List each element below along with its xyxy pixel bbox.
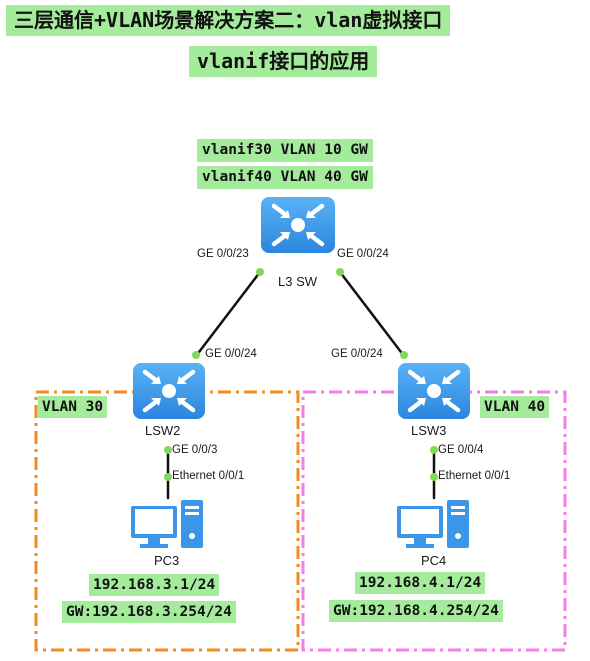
title-line2: vlanif接口的应用 xyxy=(189,46,378,77)
port-dot xyxy=(164,446,172,454)
pc4-ip: 192.168.4.1/24 xyxy=(355,572,486,594)
port-dot xyxy=(400,351,408,359)
lsw2-down-port: GE 0/0/3 xyxy=(172,444,218,456)
lsw2-label: LSW2 xyxy=(145,423,181,438)
pc-icon[interactable] xyxy=(397,500,469,548)
port-dot xyxy=(430,446,438,454)
lsw3-label: LSW3 xyxy=(411,423,447,438)
port-dot xyxy=(164,473,172,481)
core-left-port: GE 0/0/23 xyxy=(197,248,249,260)
vlan40-label: VLAN 40 xyxy=(480,396,550,418)
core-gw-line1: vlanif30 VLAN 10 GW xyxy=(197,139,373,162)
core-right-port: GE 0/0/24 xyxy=(337,248,389,260)
pc-icon[interactable] xyxy=(131,500,203,548)
vlan30-label: VLAN 30 xyxy=(38,396,108,418)
port-dot xyxy=(430,473,438,481)
port-dot xyxy=(336,268,344,276)
lsw3-down-port: GE 0/0/4 xyxy=(438,444,484,456)
pc4-label: PC4 xyxy=(421,553,447,568)
pc3-port: Ethernet 0/0/1 xyxy=(172,470,245,482)
core-gw-line2: vlanif40 VLAN 40 GW xyxy=(197,166,373,189)
pc4-gw: GW:192.168.4.254/24 xyxy=(329,600,503,622)
lsw2-uplink-port: GE 0/0/24 xyxy=(205,348,257,360)
switch-icon[interactable] xyxy=(261,197,335,253)
link-core-lsw3 xyxy=(338,270,406,358)
switch-icon[interactable] xyxy=(398,363,470,419)
core-switch-label: L3 SW xyxy=(278,274,318,289)
switch-icon[interactable] xyxy=(133,363,205,419)
lsw3-uplink-port: GE 0/0/24 xyxy=(331,348,383,360)
port-dot xyxy=(192,351,200,359)
pc3-gw: GW:192.168.3.254/24 xyxy=(62,601,236,623)
port-dot xyxy=(256,268,264,276)
title-line1: 三层通信+VLAN场景解决方案二：vlan虚拟接口 xyxy=(6,5,451,36)
pc4-port: Ethernet 0/0/1 xyxy=(438,470,511,482)
pc3-ip: 192.168.3.1/24 xyxy=(89,574,220,596)
link-core-lsw2 xyxy=(194,270,262,358)
pc3-label: PC3 xyxy=(154,553,180,568)
